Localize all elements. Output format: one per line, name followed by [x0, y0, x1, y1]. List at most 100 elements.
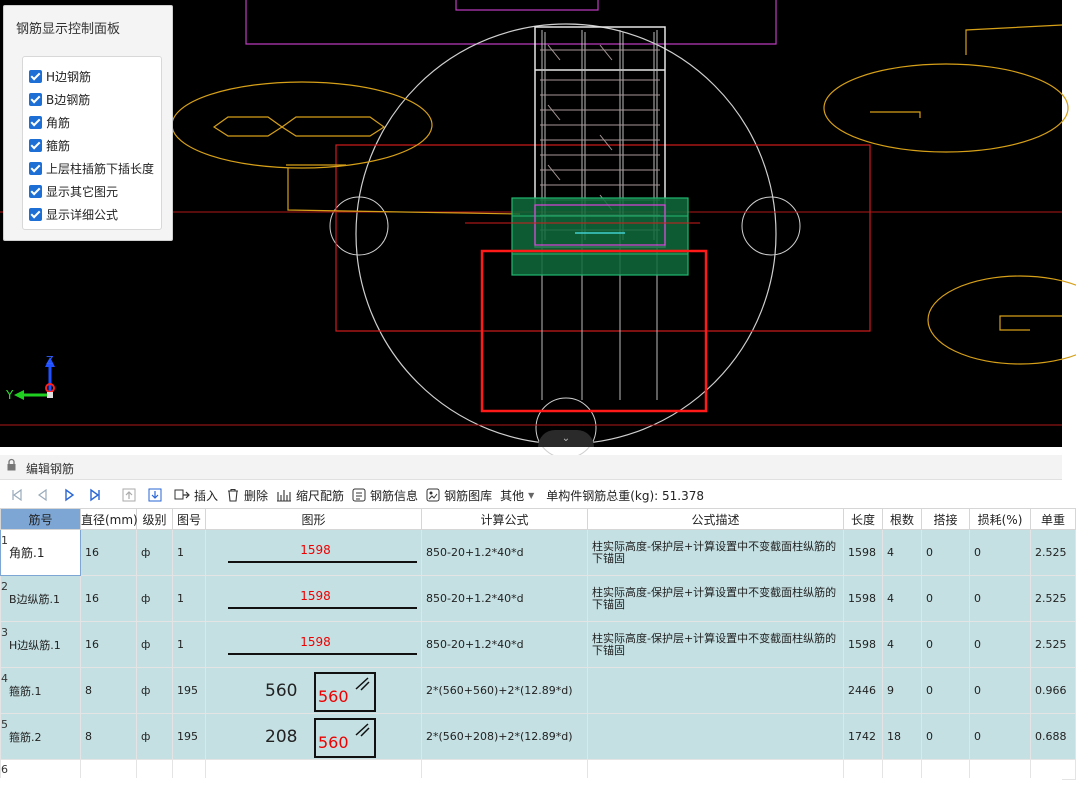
cell-loss[interactable]: 0	[969, 667, 1031, 714]
cell-unit-weight[interactable]: 0.688	[1030, 713, 1076, 760]
rebar-library-button[interactable]: 钢筋图库	[422, 484, 496, 506]
cell-grade[interactable]: ф	[136, 575, 173, 622]
cell-formula-desc[interactable]	[587, 667, 844, 714]
cell-formula[interactable]: 2*(560+560)+2*(12.89*d)	[421, 667, 588, 714]
cell-count[interactable]: 4	[882, 575, 922, 622]
checkbox-upper-column-dowel[interactable]: 上层柱插筋下插长度	[23, 157, 161, 180]
scale-rebar-button[interactable]: 缩尺配筋	[272, 484, 348, 506]
table-row-empty[interactable]: 6	[0, 759, 1076, 780]
cell-figure-no[interactable]: 195	[172, 713, 206, 760]
checkbox-checked-icon[interactable]	[29, 116, 42, 129]
cell-formula[interactable]: 850-20+1.2*40*d	[421, 529, 588, 576]
cell-length[interactable]: 2446	[843, 667, 883, 714]
cell-formula-desc[interactable]: 柱实际高度-保护层+计算设置中不变截面柱纵筋的下锚固	[587, 529, 844, 576]
cell-formula[interactable]: 850-20+1.2*40*d	[421, 621, 588, 668]
cell-count[interactable]: 4	[882, 621, 922, 668]
cell-diameter[interactable]: 16	[80, 621, 137, 668]
rebar-info-button[interactable]: 钢筋信息	[348, 484, 422, 506]
checkbox-checked-icon[interactable]	[29, 139, 42, 152]
cell-shape[interactable]: 1598	[205, 529, 422, 576]
cell-formula[interactable]: 2*(560+208)+2*(12.89*d)	[421, 713, 588, 760]
cell-formula-desc[interactable]: 柱实际高度-保护层+计算设置中不变截面柱纵筋的下锚固	[587, 575, 844, 622]
cell-unit-weight[interactable]: 2.525	[1030, 529, 1076, 576]
col-header-figure-no[interactable]: 图号	[172, 508, 206, 530]
collapse-toggle-button[interactable]: ⌄	[538, 430, 594, 447]
cell-lap[interactable]: 0	[921, 667, 970, 714]
col-header-formula-desc[interactable]: 公式描述	[587, 508, 844, 530]
cell-length[interactable]: 1598	[843, 529, 883, 576]
cell-figure-no[interactable]: 1	[172, 621, 206, 668]
cell-shape[interactable]: 1598	[205, 621, 422, 668]
cell-length[interactable]: 1742	[843, 713, 883, 760]
checkbox-checked-icon[interactable]	[29, 208, 42, 221]
cell-diameter[interactable]: 16	[80, 529, 137, 576]
col-header-lap[interactable]: 搭接	[921, 508, 970, 530]
checkbox-h-edge-rebar[interactable]: H边钢筋	[23, 65, 161, 88]
cell-grade[interactable]: ф	[136, 667, 173, 714]
checkbox-checked-icon[interactable]	[29, 93, 42, 106]
cell-unit-weight[interactable]: 0.966	[1030, 667, 1076, 714]
cell-figure-no[interactable]: 1	[172, 529, 206, 576]
last-record-button[interactable]	[84, 484, 110, 506]
cell-formula-desc[interactable]: 柱实际高度-保护层+计算设置中不变截面柱纵筋的下锚固	[587, 621, 844, 668]
cell-lap[interactable]: 0	[921, 621, 970, 668]
col-header-formula[interactable]: 计算公式	[421, 508, 588, 530]
cell-loss[interactable]: 0	[969, 713, 1031, 760]
cell-unit-weight[interactable]: 2.525	[1030, 575, 1076, 622]
col-header-diameter[interactable]: 直径(mm)	[80, 508, 138, 530]
cell-formula-desc[interactable]	[587, 713, 844, 760]
col-header-shape[interactable]: 图形	[205, 508, 422, 530]
cell-formula[interactable]: 850-20+1.2*40*d	[421, 575, 588, 622]
checkbox-checked-icon[interactable]	[29, 162, 42, 175]
cell-lap[interactable]: 0	[921, 529, 970, 576]
col-header-length[interactable]: 长度	[843, 508, 883, 530]
cell-diameter[interactable]: 8	[80, 713, 137, 760]
cell-count[interactable]: 9	[882, 667, 922, 714]
cell-grade[interactable]: ф	[136, 621, 173, 668]
cell-shape[interactable]: 208 560	[205, 713, 422, 760]
col-header-count[interactable]: 根数	[882, 508, 922, 530]
cell-loss[interactable]: 0	[969, 529, 1031, 576]
cell-lap[interactable]: 0	[921, 713, 970, 760]
cell-length[interactable]: 1598	[843, 621, 883, 668]
cell-grade[interactable]: ф	[136, 713, 173, 760]
checkbox-corner-rebar[interactable]: 角筋	[23, 111, 161, 134]
first-record-button[interactable]	[6, 484, 32, 506]
cell-loss[interactable]: 0	[969, 621, 1031, 668]
3d-viewport[interactable]: 钢筋显示控制面板 H边钢筋 B边钢筋 角筋 箍筋 上层柱插筋下插长度 显示其它图…	[0, 0, 1076, 459]
delete-button[interactable]: 删除	[222, 484, 272, 506]
cell-unit-weight[interactable]: 2.525	[1030, 621, 1076, 668]
cell-figure-no[interactable]: 1	[172, 575, 206, 622]
cell-loss[interactable]: 0	[969, 575, 1031, 622]
cell-bar-name[interactable]: 6	[0, 759, 81, 780]
cell-diameter[interactable]: 8	[80, 667, 137, 714]
prev-record-button[interactable]	[32, 484, 58, 506]
cell-diameter[interactable]: 16	[80, 575, 137, 622]
col-header-unit-weight[interactable]: 单重	[1030, 508, 1076, 530]
next-record-button[interactable]	[58, 484, 84, 506]
checkbox-show-detail-formula[interactable]: 显示详细公式	[23, 203, 161, 226]
checkbox-show-other-elements[interactable]: 显示其它图元	[23, 180, 161, 203]
insert-button[interactable]: 插入	[170, 484, 222, 506]
other-dropdown[interactable]: 其他 ▼	[500, 488, 535, 503]
col-header-bar-no[interactable]: 筋号	[0, 508, 81, 530]
checkbox-b-edge-rebar[interactable]: B边钢筋	[23, 88, 161, 111]
checkbox-checked-icon[interactable]	[29, 70, 42, 83]
cell-shape[interactable]: 1598	[205, 575, 422, 622]
cell-shape[interactable]: 560 560	[205, 667, 422, 714]
cell-lap[interactable]: 0	[921, 575, 970, 622]
cell-length[interactable]: 1598	[843, 575, 883, 622]
move-up-button[interactable]	[118, 484, 144, 506]
move-down-button[interactable]	[144, 484, 170, 506]
cell-grade[interactable]: ф	[136, 529, 173, 576]
col-header-loss[interactable]: 损耗(%)	[969, 508, 1031, 530]
